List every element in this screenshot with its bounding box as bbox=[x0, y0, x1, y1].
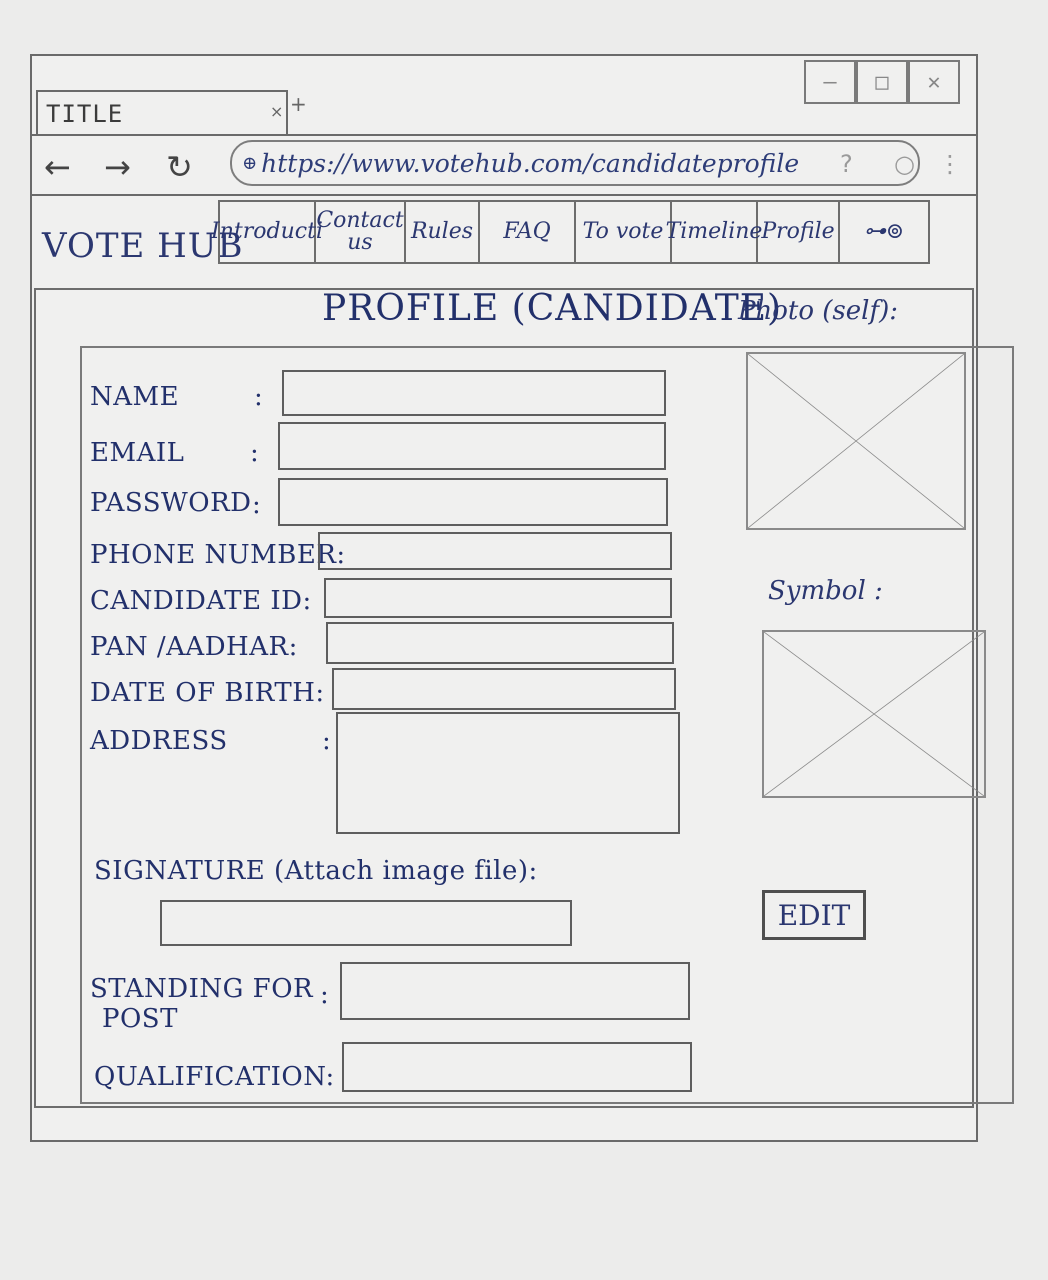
minimize-button[interactable]: – bbox=[804, 60, 856, 104]
dob-label: DATE OF BIRTH: bbox=[90, 678, 325, 708]
colon: : bbox=[322, 726, 331, 756]
back-arrow-icon[interactable]: ← bbox=[44, 148, 71, 186]
name-row: NAME bbox=[90, 382, 179, 412]
standing-for-post-label-group: STANDING FOR POST bbox=[90, 974, 313, 1034]
date-of-birth-input[interactable] bbox=[332, 668, 676, 710]
qualification-input[interactable] bbox=[342, 1042, 692, 1092]
colon: : bbox=[252, 490, 261, 520]
name-label: NAME bbox=[90, 382, 180, 412]
profile-circle-icon[interactable]: ○ bbox=[894, 150, 915, 178]
name-input[interactable] bbox=[282, 370, 666, 416]
menu-item-faq[interactable]: FAQ bbox=[480, 202, 576, 262]
symbol-image-placeholder[interactable] bbox=[762, 630, 986, 798]
signature-file-input[interactable] bbox=[160, 900, 572, 946]
standing-label: STANDING FOR bbox=[90, 974, 314, 1004]
more-options-icon[interactable]: ⋮ bbox=[938, 150, 962, 178]
edit-button[interactable]: EDIT bbox=[762, 890, 866, 940]
pan-row: PAN /AADHAR: bbox=[90, 632, 298, 662]
symbol-label: Symbol : bbox=[768, 576, 883, 606]
photo-image-placeholder[interactable] bbox=[746, 352, 966, 530]
password-row: PASSWORD bbox=[90, 488, 252, 518]
menu-item-timeline[interactable]: Timeline bbox=[666, 202, 762, 262]
image-placeholder-icon bbox=[764, 632, 984, 796]
lock-icon: ⊕ bbox=[242, 152, 258, 174]
menu-item-rules[interactable]: Rules bbox=[406, 202, 480, 262]
password-label: PASSWORD bbox=[90, 488, 252, 518]
address-bar: ← → ↻ ⊕ https://www.votehub.com/candidat… bbox=[32, 134, 976, 196]
reload-icon[interactable]: ↻ bbox=[166, 148, 193, 186]
window-close-button[interactable]: ✕ bbox=[908, 60, 960, 104]
browser-window: – □ ✕ TITLE × + ← → ↻ ⊕ https://www.vote… bbox=[30, 54, 1014, 1142]
qualification-row: QUALIFICATION: bbox=[94, 1062, 335, 1092]
candidate-id-input[interactable] bbox=[324, 578, 672, 618]
password-input[interactable] bbox=[278, 478, 668, 526]
address-row: ADDRESS bbox=[90, 726, 228, 756]
forward-arrow-icon[interactable]: → bbox=[104, 148, 131, 186]
address-textarea[interactable] bbox=[336, 712, 680, 834]
menu-item-introduction[interactable]: Introducti bbox=[211, 202, 323, 262]
brand-logo[interactable]: VOTE HUB bbox=[42, 226, 244, 266]
colon: : bbox=[250, 438, 259, 468]
form-container bbox=[80, 346, 1014, 1104]
maximize-button[interactable]: □ bbox=[856, 60, 908, 104]
tab-title: TITLE bbox=[46, 100, 124, 128]
candidate-id-row: CANDIDATE ID: bbox=[90, 586, 312, 616]
signature-label: SIGNATURE (Attach image file): bbox=[94, 856, 538, 886]
menu-item-to-vote[interactable]: To vote bbox=[576, 202, 672, 262]
pan-aadhar-input[interactable] bbox=[326, 622, 674, 664]
photo-label: Photo (self): bbox=[738, 296, 898, 326]
menu-item-key-icon[interactable]: ⊶⊚ bbox=[863, 219, 905, 244]
qualification-label: QUALIFICATION: bbox=[94, 1062, 335, 1092]
menu-item-profile[interactable]: Profile bbox=[758, 202, 840, 262]
email-row: EMAIL bbox=[90, 438, 184, 468]
signature-row: SIGNATURE (Attach image file): bbox=[94, 856, 538, 886]
phone-row: PHONE NUMBER: bbox=[90, 540, 346, 570]
bookmark-icon[interactable]: ? bbox=[840, 150, 853, 178]
new-tab-icon[interactable]: + bbox=[290, 92, 307, 116]
tab-close-icon[interactable]: × bbox=[270, 102, 284, 121]
content-panel bbox=[34, 288, 974, 1108]
url-text: https://www.votehub.com/candidateprofile bbox=[261, 148, 800, 178]
standing-for-post-input[interactable] bbox=[340, 962, 690, 1020]
image-placeholder-icon bbox=[748, 354, 964, 528]
email-input[interactable] bbox=[278, 422, 666, 470]
post-label: POST bbox=[102, 1004, 178, 1034]
address-label: ADDRESS bbox=[90, 726, 228, 756]
phone-input[interactable] bbox=[318, 532, 672, 570]
phone-label: PHONE NUMBER: bbox=[90, 540, 346, 570]
main-menu: Introducti Contact us Rules FAQ To vote … bbox=[211, 200, 930, 264]
colon: : bbox=[320, 980, 329, 1010]
email-label: EMAIL bbox=[90, 438, 185, 468]
pan-label: PAN /AADHAR: bbox=[90, 632, 298, 662]
dob-row: DATE OF BIRTH: bbox=[90, 678, 325, 708]
browser-tab[interactable]: TITLE × bbox=[36, 90, 288, 134]
candidate-id-label: CANDIDATE ID: bbox=[90, 586, 312, 616]
url-input[interactable]: ⊕ https://www.votehub.com/candidateprofi… bbox=[230, 140, 920, 186]
page-title: PROFILE (CANDIDATE) bbox=[322, 288, 783, 329]
colon: : bbox=[254, 382, 263, 412]
menu-item-contact-us[interactable]: Contact us bbox=[316, 202, 406, 262]
